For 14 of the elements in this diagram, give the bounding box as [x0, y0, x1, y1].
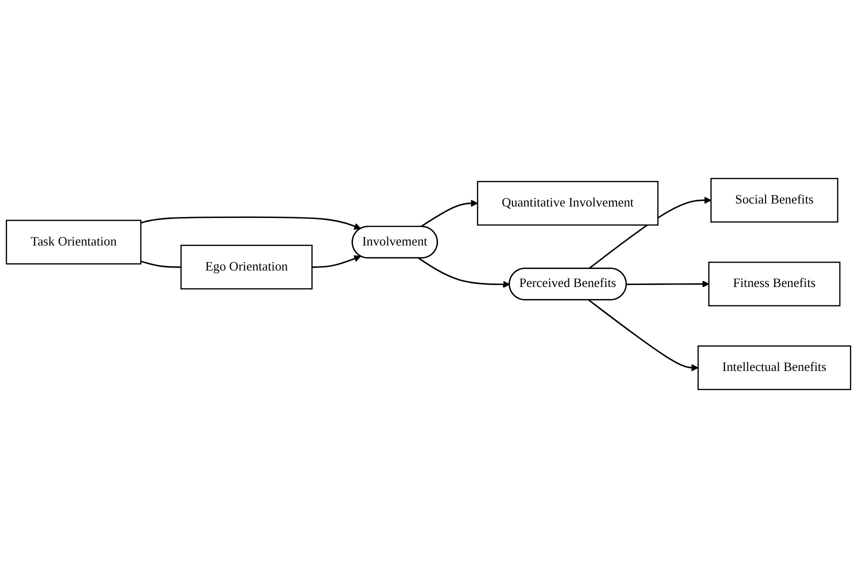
node-box: Fitness Benefits	[708, 262, 840, 306]
node-box: Quantitative Involvement	[476, 180, 658, 226]
arrow	[418, 258, 510, 288]
node-box: Intellectual Benefits	[698, 345, 852, 390]
node-box: Task Orientation	[6, 220, 142, 264]
connector	[140, 260, 182, 268]
node-box: Ego Orientation	[180, 244, 313, 290]
arrow	[588, 300, 698, 372]
arrow	[626, 280, 710, 288]
arrow	[140, 216, 362, 230]
arrow	[420, 200, 478, 228]
node-box: Social Benefits	[710, 178, 838, 223]
arrow	[588, 196, 712, 270]
arrow	[312, 255, 362, 268]
